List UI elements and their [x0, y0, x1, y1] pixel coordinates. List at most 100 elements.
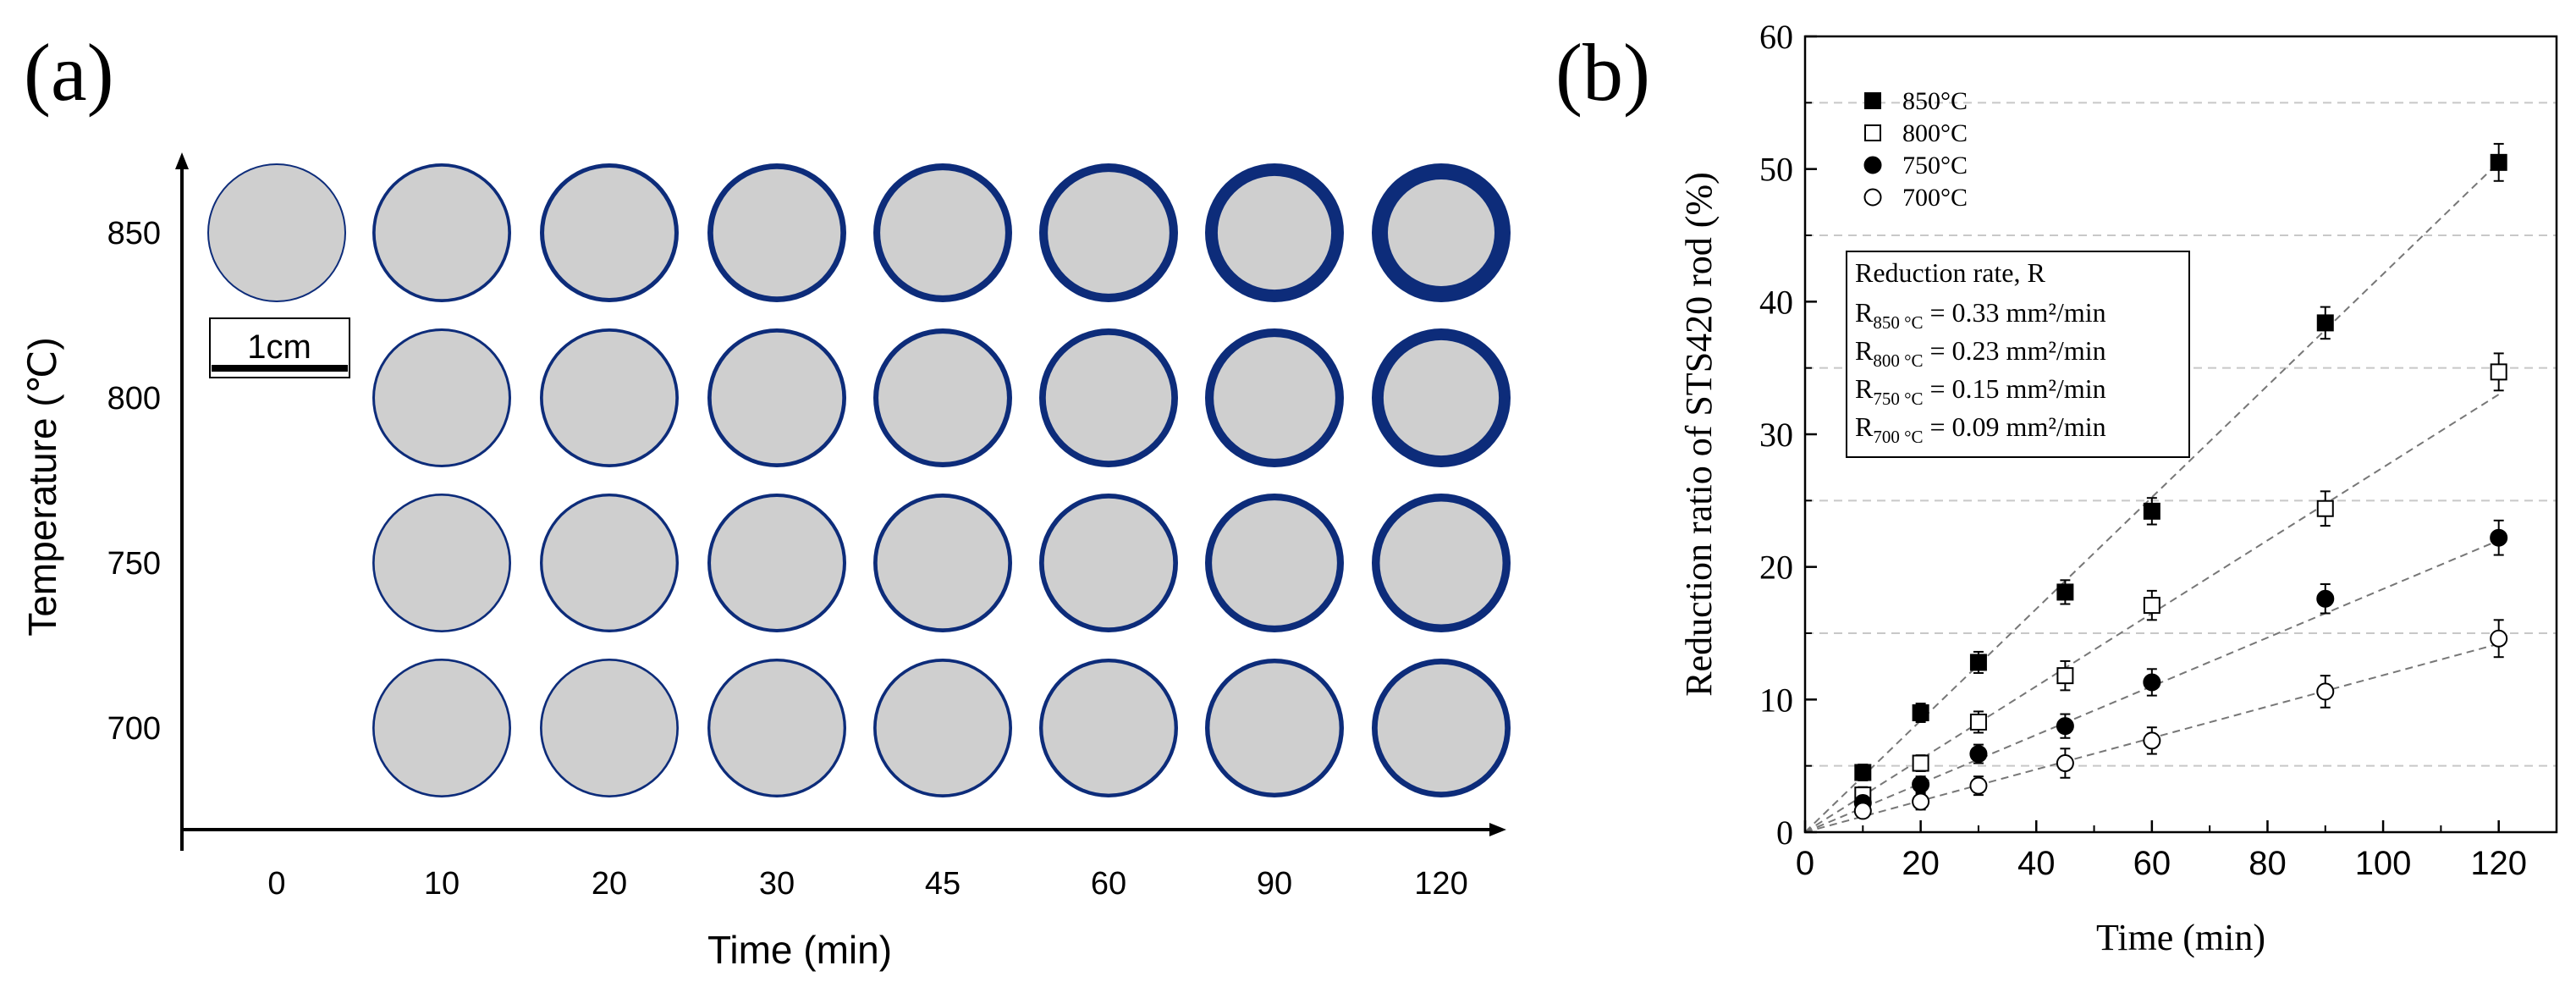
x-tick-label: 45 — [925, 866, 960, 902]
data-point-850°C — [2490, 153, 2507, 171]
panel-b-y-axis-title: Reduction ratio of STS420 rod (%) — [1678, 172, 1720, 697]
data-point-850°C — [1912, 704, 1929, 721]
rod-unreduced-core — [542, 660, 677, 796]
rod-unreduced-core — [1045, 334, 1172, 461]
rate-line: R750 °C = 0.15 mm²/min — [1855, 373, 2106, 409]
y-tick-label: 30 — [1759, 416, 1793, 454]
x-tick-label: 90 — [1257, 866, 1292, 902]
data-point-850°C — [2056, 583, 2074, 601]
rate-line: R700 °C = 0.09 mm²/min — [1855, 411, 2106, 447]
rod-unreduced-core — [1048, 172, 1170, 294]
x-tick-label: 60 — [2133, 845, 2171, 882]
y-tick-label: 10 — [1759, 681, 1793, 719]
legend-marker — [1863, 188, 1882, 207]
rod-unreduced-core — [1212, 500, 1337, 626]
data-point-800°C — [2056, 667, 2074, 685]
data-point-700°C — [2316, 682, 2335, 701]
data-point-850°C — [2143, 502, 2160, 520]
rod-unreduced-core — [877, 497, 1009, 629]
rod-unreduced-core — [374, 660, 509, 796]
data-point-700°C — [2490, 629, 2508, 648]
data-point-800°C — [1912, 754, 1929, 772]
data-point-700°C — [1969, 776, 1988, 795]
panel-b-x-axis-title: Time (min) — [2096, 917, 2265, 958]
rod-unreduced-core — [880, 170, 1005, 295]
y-tick-label: 850 — [107, 216, 161, 251]
rod-unreduced-core — [542, 496, 676, 630]
panel-a-samples — [207, 163, 1511, 797]
x-tick-label: 0 — [267, 866, 285, 902]
legend-marker — [1864, 92, 1881, 109]
y-tick-label: 800 — [107, 381, 161, 417]
rate-line: R850 °C = 0.33 mm²/min — [1855, 297, 2106, 333]
data-point-800°C — [2490, 363, 2507, 381]
y-tick-label: 60 — [1759, 18, 1793, 56]
data-point-800°C — [2316, 499, 2334, 517]
data-point-750°C — [2056, 717, 2074, 736]
panel-a-y-axis-title: Temperature (℃) — [20, 337, 64, 636]
legend-label: 750°C — [1902, 152, 1968, 179]
rod-unreduced-core — [1043, 498, 1174, 628]
y-tick-label: 40 — [1759, 283, 1793, 321]
panel-a-x-axis-title: Time (min) — [707, 928, 892, 972]
data-point-750°C — [2316, 589, 2335, 608]
x-tick-label: 120 — [2470, 845, 2527, 882]
data-point-700°C — [2143, 731, 2161, 750]
rod-unreduced-core — [710, 661, 844, 795]
scale-bar-label: 1cm — [247, 328, 311, 366]
rod-unreduced-core — [876, 661, 1010, 795]
panel-a-y-axis-arrow — [175, 152, 189, 169]
y-tick-label: 50 — [1759, 151, 1793, 189]
data-point-750°C — [2490, 528, 2508, 547]
data-point-750°C — [1912, 775, 1930, 794]
legend-label: 800°C — [1902, 119, 1968, 147]
rod-unreduced-core — [542, 331, 676, 465]
panel-a-x-axis-arrow — [1489, 823, 1506, 836]
annotation-title: Reduction rate, R — [1855, 257, 2045, 288]
scale-bar: 1cm — [209, 317, 350, 378]
legend-marker — [1863, 156, 1882, 174]
data-point-850°C — [1854, 764, 1872, 781]
rod-unreduced-core — [209, 165, 344, 301]
rod-unreduced-core — [711, 332, 843, 464]
rod-unreduced-core — [375, 166, 509, 300]
scale-bar-line — [212, 365, 348, 372]
data-point-750°C — [1969, 745, 1988, 764]
x-tick-label: 40 — [2017, 845, 2056, 882]
rod-unreduced-core — [1383, 339, 1500, 456]
data-point-800°C — [2143, 597, 2160, 615]
panel-b-data-points — [1853, 142, 2508, 820]
rod-unreduced-core — [1214, 337, 1335, 459]
y-tick-label: 700 — [107, 711, 161, 747]
data-point-850°C — [1969, 654, 1987, 671]
rod-unreduced-core — [375, 331, 509, 465]
data-point-800°C — [1969, 713, 1987, 731]
rod-unreduced-core — [1209, 663, 1340, 793]
x-tick-label: 60 — [1091, 866, 1126, 902]
rod-unreduced-core — [711, 497, 843, 629]
rod-unreduced-core — [544, 168, 674, 298]
legend-marker — [1864, 124, 1881, 141]
annotation-box — [1846, 251, 2190, 458]
reduction-rate-annotation: Reduction rate, R R850 °C = 0.33 mm²/min… — [1846, 251, 2190, 458]
panel-a-y-tick-labels: 850 800 750 700 — [107, 216, 161, 747]
rod-unreduced-core — [713, 168, 841, 297]
rod-unreduced-core — [1379, 501, 1503, 625]
panel-b-label: (b) — [1555, 27, 1650, 118]
y-tick-label: 750 — [107, 546, 161, 582]
y-tick-label: 0 — [1776, 814, 1793, 852]
rod-unreduced-core — [878, 334, 1007, 462]
fit-line-750°C — [1804, 539, 2500, 833]
legend-label: 700°C — [1902, 184, 1968, 212]
fit-line-850°C — [1804, 162, 2500, 833]
rod-unreduced-core — [1388, 179, 1494, 286]
data-point-750°C — [2143, 673, 2161, 692]
legend-label: 850°C — [1902, 87, 1968, 115]
data-point-700°C — [1912, 792, 1930, 811]
